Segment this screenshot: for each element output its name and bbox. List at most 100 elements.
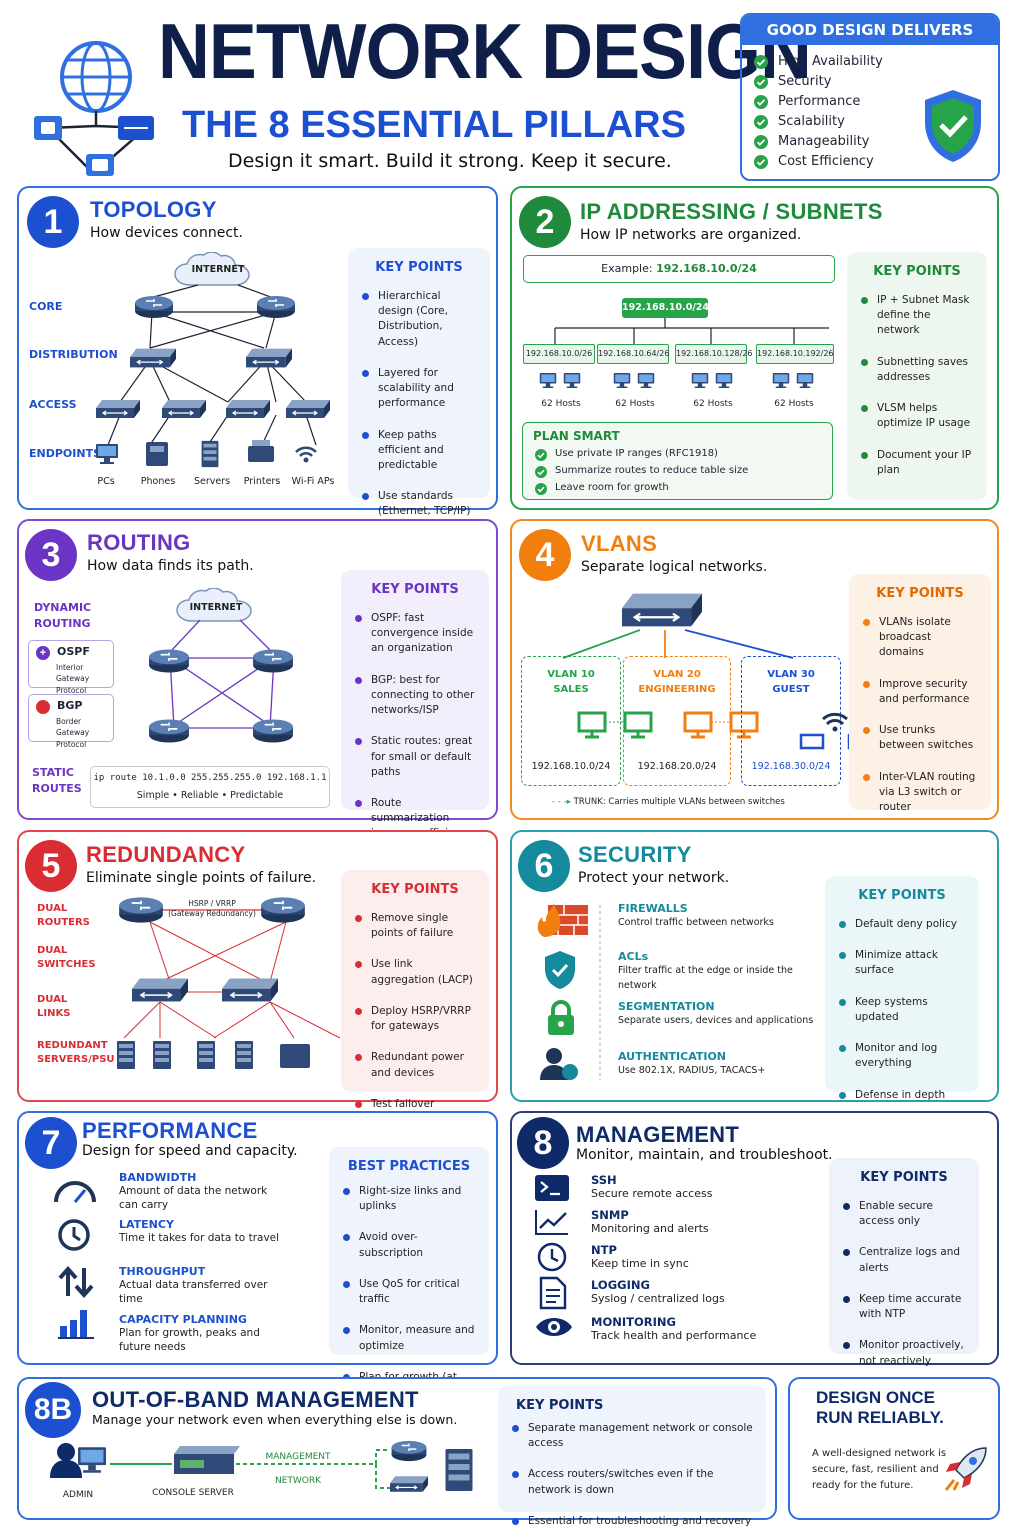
security-subtitle: Protect your network. xyxy=(578,870,730,886)
delivers-label: High Availability xyxy=(778,54,883,69)
key-point: Default deny policy xyxy=(839,917,967,932)
performance-item-title: CAPACITY PLANNING xyxy=(119,1313,247,1326)
key-point: Static routes: great for small or defaul… xyxy=(355,734,477,780)
performance-item-desc: Plan for growth, peaks and future needs xyxy=(119,1327,260,1354)
host-count: 62 Hosts xyxy=(541,399,581,409)
terminal-icon xyxy=(535,1175,569,1201)
pillar-number-1: 1 xyxy=(27,196,79,248)
main-title: NETWORK DESIGN xyxy=(158,7,812,95)
dual-routers-label: DUAL ROUTERS xyxy=(37,903,90,928)
trunk-note: - - -▸ TRUNK: Carries multiple VLANs bet… xyxy=(552,797,785,807)
pc-pair-icon xyxy=(770,372,818,392)
key-point: BGP: best for connecting to other networ… xyxy=(355,673,477,719)
subtitle: THE 8 ESSENTIAL PILLARS xyxy=(182,104,686,146)
security-item-title: AUTHENTICATION xyxy=(618,1050,727,1063)
oob-subtitle: Manage your network even when everything… xyxy=(92,1412,458,1427)
check-icon xyxy=(754,55,768,69)
management-item-title: LOGGING xyxy=(591,1278,650,1292)
pc-pair-icon xyxy=(522,707,653,751)
pillar-number-3: 3 xyxy=(25,529,77,581)
delivers-item: Cost Efficiency xyxy=(754,154,914,172)
dual-switches-label: DUAL SWITCHES xyxy=(37,945,96,970)
redundant-servers-label: REDUNDANT SERVERS/PSU xyxy=(37,1040,115,1065)
routing-subtitle: How data finds its path. xyxy=(87,558,254,574)
management-item-desc: Monitoring and alerts xyxy=(591,1222,709,1235)
layer-endpoints: ENDPOINTS xyxy=(29,447,101,460)
delivers-item: Manageability xyxy=(754,134,914,152)
static-route-command: ip route 10.1.0.0 255.255.255.0 192.168.… xyxy=(90,766,330,808)
security-item-title: FIREWALLS xyxy=(618,902,688,915)
ip-example-value: 192.168.10.0/24 xyxy=(656,262,757,275)
pc-pair-icon xyxy=(611,372,659,392)
key-point: Keep time accurate with NTP xyxy=(843,1292,967,1322)
management-item-desc: Keep time in sync xyxy=(591,1257,689,1270)
subnet-box: 192.168.10.192/26 xyxy=(756,344,834,364)
performance-item-desc: Actual data transferred over time xyxy=(119,1279,268,1306)
console-server-label: CONSOLE SERVER xyxy=(152,1488,234,1498)
check-icon xyxy=(754,155,768,169)
key-point: Defense in depth xyxy=(839,1088,967,1103)
management-title: MANAGEMENT xyxy=(576,1122,740,1147)
key-point: Keep systems updated xyxy=(839,995,967,1025)
vlan-name: GUEST xyxy=(772,684,810,695)
best-practice: Right-size links and uplinks xyxy=(343,1184,477,1214)
hsrp-label: HSRP / VRRP(Gateway Redundancy) xyxy=(168,899,256,918)
best-practice: Use QoS for critical traffic xyxy=(343,1277,477,1307)
subnet-tree xyxy=(554,318,829,344)
ip-subtitle: How IP networks are organized. xyxy=(580,227,802,243)
management-item-title: SNMP xyxy=(591,1208,629,1222)
rocket-icon xyxy=(944,1447,987,1491)
dual-links-label: DUAL LINKS xyxy=(37,994,71,1019)
host-count: 62 Hosts xyxy=(774,399,814,409)
best-practice: Avoid over-subscription xyxy=(343,1230,477,1260)
key-point: Improve security and performance xyxy=(863,677,979,707)
vlan-subnet: 192.168.20.0/24 xyxy=(637,761,717,772)
ip-example-box: Example: 192.168.10.0/24 xyxy=(523,255,835,283)
pillar-number-7: 7 xyxy=(25,1117,77,1169)
security-item-desc: Control traffic between networks xyxy=(618,917,774,928)
security-item-desc: Separate users, devices and applications xyxy=(618,1015,814,1026)
plan-item: Use private IP ranges (RFC1918) xyxy=(535,447,832,464)
dynamic-routing-label: DYNAMIC ROUTING xyxy=(34,601,92,630)
check-icon xyxy=(754,135,768,149)
performance-subtitle: Design for speed and capacity. xyxy=(82,1143,298,1159)
topology-diagram xyxy=(96,252,330,468)
admin-label: ADMIN xyxy=(62,1490,94,1500)
security-item-title: ACLs xyxy=(618,950,649,963)
delivers-label: Security xyxy=(778,74,832,89)
vlan-id: VLAN 30 xyxy=(767,669,815,680)
delivers-item: Performance xyxy=(754,94,914,112)
firewall-icon xyxy=(537,903,588,937)
pc-pair-icon xyxy=(689,372,737,392)
security-divider xyxy=(599,905,601,1080)
security-item-desc: Filter traffic at the edge or inside the… xyxy=(618,965,793,991)
good-design-title: GOOD DESIGN DELIVERS xyxy=(742,15,998,45)
key-point: OSPF: fast convergence inside an organiz… xyxy=(355,611,477,657)
ip-example-label: Example: xyxy=(601,262,653,275)
vlan-subnet: 192.168.10.0/24 xyxy=(531,761,611,772)
topology-title: TOPOLOGY xyxy=(90,197,217,222)
internet-label: INTERNET xyxy=(191,264,245,275)
management-item-desc: Track health and performance xyxy=(591,1329,757,1342)
delivers-item: Scalability xyxy=(754,114,914,132)
ip-root-subnet: 192.168.10.0/24 xyxy=(622,298,709,318)
key-point: Remove single points of failure xyxy=(355,911,477,941)
clock-icon xyxy=(537,1242,567,1272)
static-routes-label: STATIC ROUTES xyxy=(32,766,82,795)
management-subtitle: Monitor, maintain, and troubleshoot. xyxy=(576,1147,833,1163)
endpoint-printers: Printers xyxy=(243,476,281,487)
vlan-id: VLAN 10 xyxy=(547,669,595,680)
delivers-label: Scalability xyxy=(778,114,845,129)
bgp-desc: Border Gateway Protocol xyxy=(56,717,90,749)
pillar-number-4: 4 xyxy=(519,529,571,581)
pillar-number-5: 5 xyxy=(25,840,77,892)
